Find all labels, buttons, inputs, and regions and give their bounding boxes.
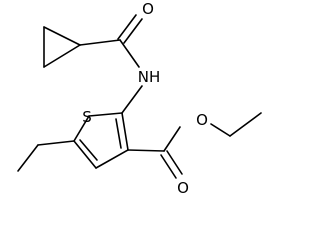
atom-oxygen-ester-ether: O	[196, 111, 208, 129]
amide-carbonyl-double-bond	[117, 14, 143, 44]
bond-thiophene-c2-c3	[121, 112, 129, 151]
bond-ester-co-b	[166, 150, 183, 175]
bond-nitrogen-thiophene	[121, 85, 143, 114]
atom-oxygen-amide: O	[142, 0, 154, 18]
bond-thiophene-c3-c4	[95, 149, 129, 169]
bond-cyclopropyl-2	[43, 44, 81, 68]
bond-thiophene-s-c2	[88, 112, 123, 117]
bond-ethyl-2	[17, 144, 39, 172]
bond-ester-carbon-o-ether	[163, 126, 181, 152]
bond-thiophene-c2-c3-inner	[115, 118, 122, 149]
bond-o-ether-ch2	[210, 123, 231, 137]
ethyl-substituent	[17, 140, 75, 172]
bond-amide-co-a	[117, 14, 137, 40]
bond-thiophene-c4-c5	[73, 140, 97, 169]
bond-thiophene-ester-carbon	[127, 149, 165, 152]
bond-ester-co-a	[160, 154, 177, 179]
bond-ethyl-1	[37, 140, 75, 146]
atom-nitrogen-nh: NH	[138, 68, 161, 86]
bond-amide-co-b	[123, 18, 143, 44]
thiophene-ring	[73, 112, 129, 169]
cyclopropyl-ring	[43, 26, 81, 68]
atom-sulfur: S	[82, 108, 92, 126]
atom-oxygen-ester-carbonyl: O	[177, 179, 189, 197]
ester-group	[127, 112, 262, 179]
bond-cyclopropyl-carbonyl	[79, 39, 121, 46]
bond-ester-ethyl	[229, 112, 262, 137]
bond-cyclopropyl-3	[43, 26, 81, 46]
bond-thiophene-c4-c5-inner	[79, 139, 98, 161]
bond-thiophene-c5-s	[73, 115, 90, 142]
molecule-structure: O NH S O O	[17, 0, 262, 197]
bond-carbonyl-nitrogen	[119, 39, 140, 68]
